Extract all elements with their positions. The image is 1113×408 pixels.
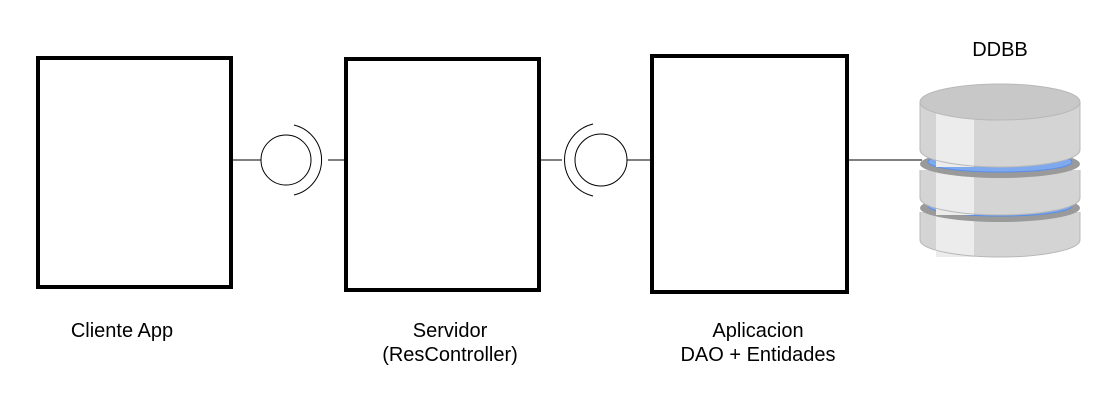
interface-ball-provided — [260, 134, 312, 186]
database-title: DDBB — [972, 39, 1028, 61]
label-aplicacion: Aplicacion DAO + Entidades — [648, 319, 868, 367]
interface-ball-provided-2 — [574, 133, 628, 187]
interface-socket-required-2 — [564, 123, 594, 197]
label-aplicacion-line-2: DAO + Entidades — [680, 344, 836, 366]
label-ddbb: DDBB — [950, 38, 1050, 62]
box-cliente-app[interactable] — [36, 56, 233, 289]
label-servidor-line-2: (ResController) — [382, 344, 518, 366]
box-servidor[interactable] — [344, 57, 541, 292]
box-aplicacion[interactable] — [650, 54, 849, 294]
database-icon — [919, 83, 1081, 258]
interface-socket-required — [293, 124, 323, 196]
label-servidor: Servidor (ResController) — [340, 319, 560, 367]
label-aplicacion-line-1: Aplicacion — [712, 320, 804, 342]
label-servidor-line-1: Servidor — [412, 320, 488, 342]
label-cliente-line-1: Cliente App — [70, 320, 174, 342]
label-cliente-app: Cliente App — [42, 319, 202, 343]
